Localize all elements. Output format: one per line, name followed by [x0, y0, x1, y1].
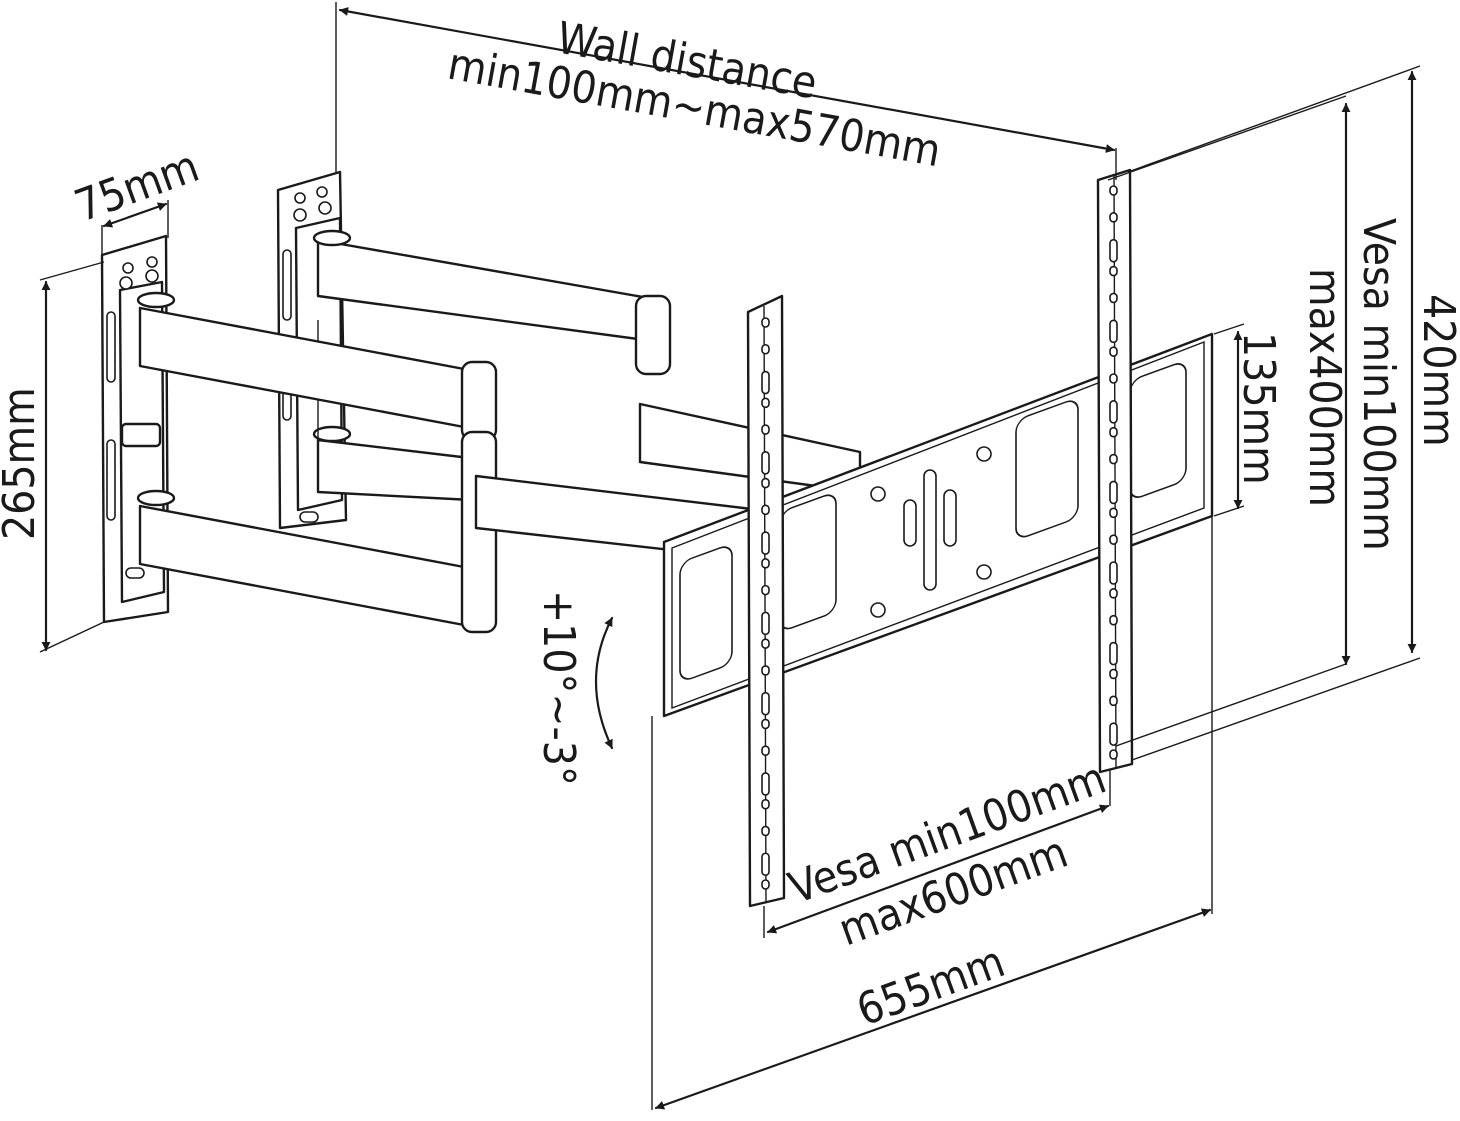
strap-slot [1109, 319, 1118, 344]
right-vertical-strap [1096, 168, 1134, 774]
strap-slot [761, 718, 770, 730]
wall-distance-dimension [335, 2, 1117, 180]
strap-slot [761, 772, 770, 796]
strap-slot [1109, 346, 1118, 357]
plate-height-dimension [39, 261, 105, 653]
back-arm-assembly [312, 229, 672, 502]
strap-slot [761, 825, 770, 837]
strap-slot [761, 665, 770, 676]
plate-width-dimension [101, 200, 169, 258]
vesa-vertical-line1: Vesa min100mm [1353, 218, 1404, 551]
strap-slot [761, 745, 770, 756]
strap-slot [761, 852, 770, 877]
rail-height-dimension [1213, 323, 1245, 517]
tilt-dimension [594, 616, 614, 750]
strap-slot [1109, 668, 1118, 680]
strap-slot [1109, 400, 1118, 424]
strap-slot [1109, 588, 1118, 599]
strap-slot [1109, 453, 1118, 465]
strap-slot [761, 504, 770, 516]
strap-slot [1109, 614, 1118, 626]
strap-slot [761, 477, 770, 489]
strap-slot [761, 584, 770, 596]
strap-slot [761, 424, 770, 435]
front-arm-assembly [136, 291, 498, 634]
strap-slot [1109, 185, 1118, 196]
strap-slot [1109, 534, 1118, 545]
strap-slot [761, 879, 770, 890]
strap-slot [761, 611, 770, 636]
strap-slot [761, 370, 770, 395]
strap-slot [1109, 292, 1118, 304]
tilt-label: +10°~-3° [533, 590, 584, 786]
left-vertical-strap [746, 294, 786, 908]
strap-slot [761, 638, 770, 649]
strap-slot [1109, 265, 1118, 277]
bracket-width-label: 655mm [850, 936, 1011, 1036]
strap-slot [1109, 238, 1118, 263]
strap-slot [1109, 480, 1118, 505]
strap-slot [1109, 212, 1118, 223]
strap-slot [761, 798, 770, 810]
strap-slot [1109, 373, 1118, 384]
strap-slot [1109, 561, 1118, 585]
strap-slot [1109, 722, 1118, 746]
strap-slot [761, 451, 770, 475]
bracket-height-dimension [1127, 65, 1421, 761]
strap-slot [1109, 749, 1118, 760]
vesa-vertical-dimension [1107, 95, 1351, 747]
plate-width-label: 75mm [68, 141, 205, 233]
strap-slot [761, 317, 770, 328]
bracket-height-label: 420mm [1413, 294, 1460, 447]
strap-slot [761, 343, 770, 355]
strap-slot [761, 531, 770, 555]
bracket-width-dimension [651, 516, 1213, 1110]
plate-height-label: 265mm [0, 387, 45, 540]
strap-slot [761, 691, 770, 716]
strap-slot [1109, 695, 1118, 707]
rail-height-label: 135mm [1233, 332, 1284, 485]
strap-slot [1109, 641, 1118, 666]
strap-slot [761, 558, 770, 569]
strap-slot [761, 397, 770, 409]
vesa-vertical-line2: max400mm [1299, 268, 1350, 507]
strap-slot [1109, 507, 1118, 519]
strap-slot [1109, 426, 1118, 438]
